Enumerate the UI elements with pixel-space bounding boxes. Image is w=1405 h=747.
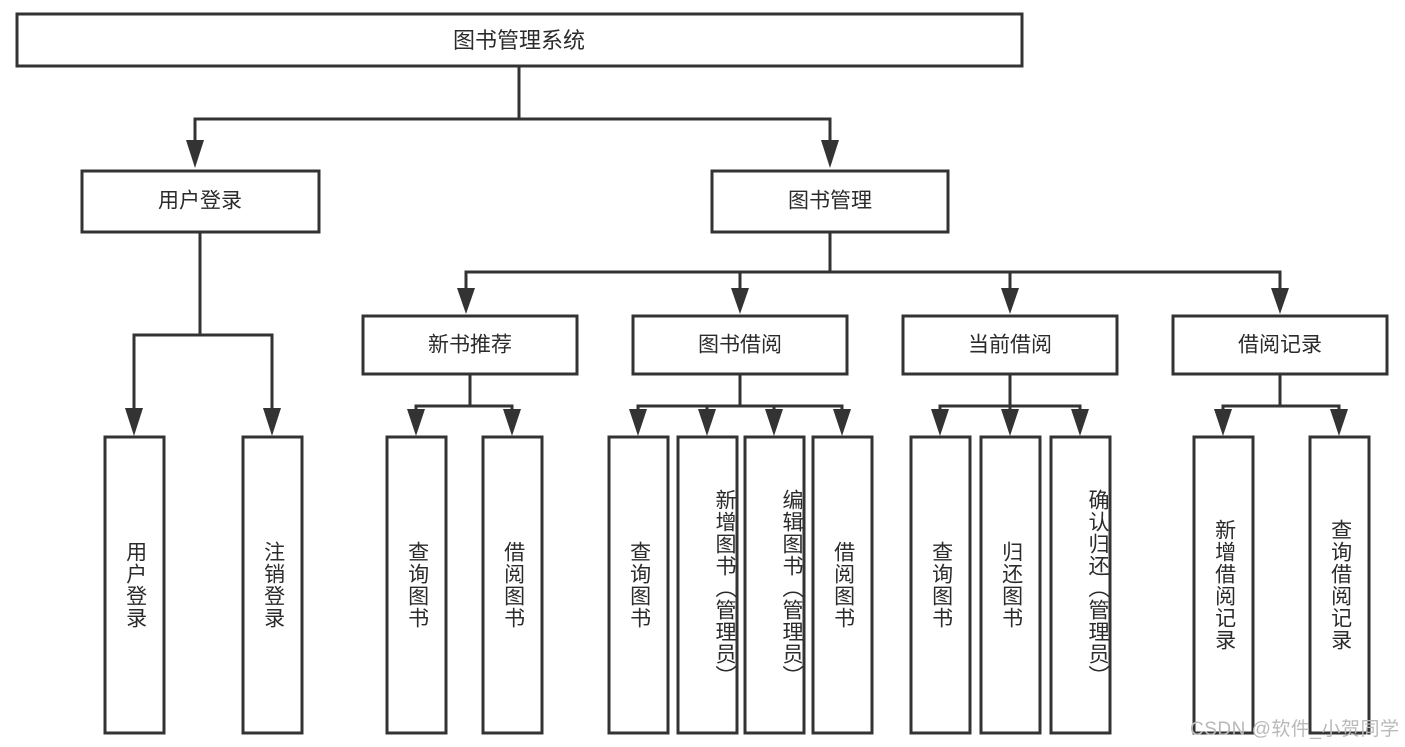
arrow-head-to-current-borrow bbox=[1001, 288, 1019, 314]
leaf-box-borrow-record-2[interactable] bbox=[1308, 435, 1371, 735]
node-borrow-record[interactable]: 借阅记录 bbox=[1171, 314, 1389, 376]
arrow-head-cb-leaf-2 bbox=[1001, 409, 1019, 436]
connector-group-book-manage bbox=[457, 230, 1289, 314]
leaf-box-user-login-2[interactable] bbox=[241, 435, 304, 735]
node-book-borrow-label: 图书借阅 bbox=[698, 334, 782, 357]
arrow-head-nbr-leaf-2 bbox=[503, 409, 521, 436]
leaf-box-book-borrow-4[interactable] bbox=[811, 435, 874, 735]
leaf-box-book-borrow-3[interactable] bbox=[743, 435, 806, 735]
connector-group-borrow-record bbox=[1214, 373, 1348, 436]
node-new-book-recommend-label: 新书推荐 bbox=[428, 334, 512, 357]
leaf-box-book-borrow-2[interactable] bbox=[676, 435, 739, 735]
node-user-login-label: 用户登录 bbox=[158, 190, 242, 213]
node-book-management[interactable]: 图书管理 bbox=[710, 169, 950, 234]
node-current-borrow-label: 当前借阅 bbox=[968, 334, 1052, 357]
node-new-book-recommend-box[interactable] bbox=[361, 314, 579, 376]
leaf-box-borrow-record-1[interactable] bbox=[1192, 435, 1255, 735]
node-root-book-management-system[interactable]: 图书管理系统 bbox=[15, 12, 1024, 68]
arrow-head-br-leaf-1 bbox=[1214, 409, 1232, 436]
leaf-box-user-login-1[interactable] bbox=[103, 435, 166, 735]
connector-group-root bbox=[186, 64, 839, 168]
arrow-head-root-to-book-manage bbox=[821, 140, 839, 168]
node-borrow-record-box[interactable] bbox=[1171, 314, 1389, 376]
node-current-borrow-box[interactable] bbox=[901, 314, 1119, 376]
arrow-head-cb-leaf-1 bbox=[931, 409, 949, 436]
arrow-head-to-book-borrow bbox=[731, 288, 749, 314]
node-borrow-record-label: 借阅记录 bbox=[1238, 334, 1322, 357]
node-book-management-label: 图书管理 bbox=[788, 190, 872, 213]
leaf-box-new-book-recommend-2[interactable] bbox=[481, 435, 544, 735]
arrow-head-bb-leaf-4 bbox=[833, 409, 851, 436]
connector-group-book-borrow bbox=[629, 373, 851, 436]
node-new-book-recommend[interactable]: 新书推荐 bbox=[361, 314, 579, 376]
arrow-head-br-leaf-2 bbox=[1330, 409, 1348, 436]
arrow-head-bb-leaf-2 bbox=[698, 409, 716, 436]
node-user-login[interactable]: 用户登录 bbox=[80, 169, 321, 234]
node-user-login-box[interactable] bbox=[80, 169, 321, 234]
arrow-head-to-borrow-record bbox=[1271, 288, 1289, 314]
arrow-head-nbr-leaf-1 bbox=[407, 409, 425, 436]
leaf-box-current-borrow-1[interactable] bbox=[909, 435, 972, 735]
arrow-head-cb-leaf-3 bbox=[1071, 409, 1089, 436]
node-root-label: 图书管理系统 bbox=[453, 28, 585, 53]
leaf-box-book-borrow-1[interactable] bbox=[607, 435, 670, 735]
leaf-box-new-book-recommend-1[interactable] bbox=[385, 435, 448, 735]
arrow-head-bb-leaf-3 bbox=[765, 409, 783, 436]
node-book-borrow-box[interactable] bbox=[631, 314, 849, 376]
node-current-borrow[interactable]: 当前借阅 bbox=[901, 314, 1119, 376]
arrow-head-user-login-leaf-2 bbox=[263, 408, 281, 436]
connector-group-current-borrow bbox=[931, 373, 1089, 436]
arrow-head-root-to-user-login bbox=[186, 140, 204, 168]
connector-group-user-login bbox=[125, 230, 281, 436]
arrow-head-to-new-book-recommend bbox=[457, 288, 475, 314]
leaf-box-current-borrow-2[interactable] bbox=[979, 435, 1042, 735]
arrow-head-user-login-leaf-1 bbox=[125, 408, 143, 436]
csdn-watermark: CSDN @软件_小贺同学 bbox=[1190, 719, 1400, 740]
arrow-head-bb-leaf-1 bbox=[629, 409, 647, 436]
node-book-management-box[interactable] bbox=[710, 169, 950, 234]
node-book-borrow[interactable]: 图书借阅 bbox=[631, 314, 849, 376]
node-root-box[interactable] bbox=[15, 12, 1024, 68]
leaf-box-current-borrow-3[interactable] bbox=[1049, 435, 1112, 735]
connector-group-new-book-recommend bbox=[407, 373, 521, 436]
